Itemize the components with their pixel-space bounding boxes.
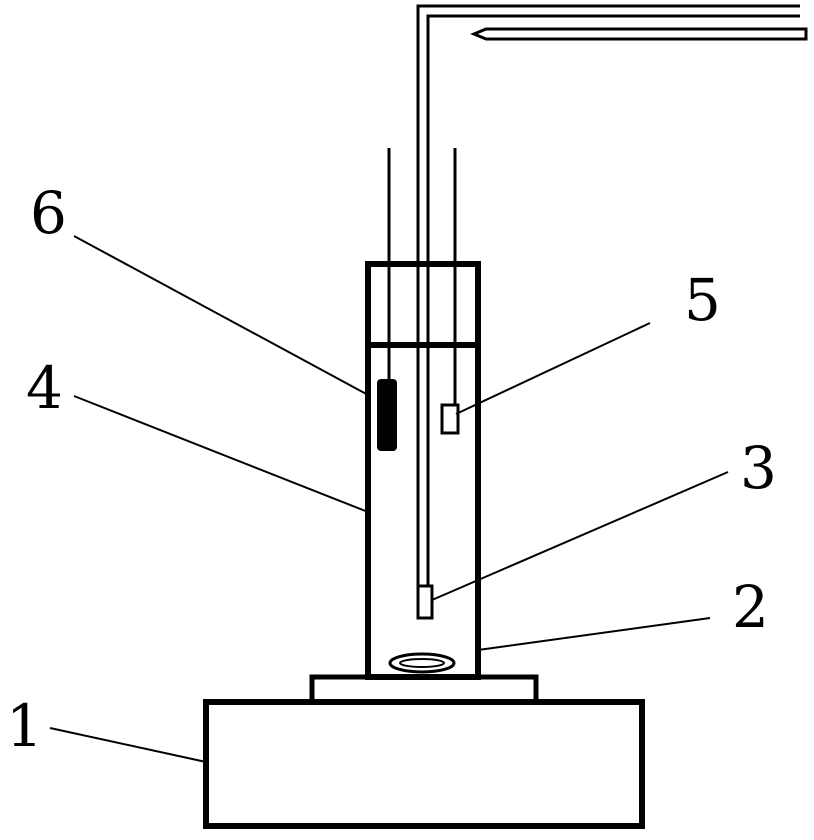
- leader-line-4: [73, 395, 369, 513]
- leader-line-6: [73, 235, 371, 397]
- base-box: [203, 699, 645, 829]
- gas-tube-outlet: [416, 584, 434, 620]
- label-3: 3: [740, 434, 777, 502]
- label-1: 1: [6, 692, 43, 760]
- vessel-body: [365, 261, 481, 680]
- leader-line-1: [49, 727, 207, 763]
- stir-bar: [388, 652, 456, 674]
- gas-tube-outer: [416, 4, 800, 590]
- label-2: 2: [732, 573, 769, 641]
- leader-line-3: [431, 471, 729, 601]
- stir-plate: [309, 674, 539, 705]
- label-6: 6: [30, 179, 67, 247]
- flow-arrow: [470, 27, 808, 41]
- electrode-small: [440, 403, 460, 435]
- gas-tube-inner: [426, 14, 800, 590]
- leader-line-2: [477, 617, 711, 651]
- electrode-large: [377, 379, 397, 451]
- leader-line-5: [455, 322, 651, 415]
- stir-bar-inner: [399, 658, 445, 668]
- label-5: 5: [684, 266, 721, 334]
- label-4: 4: [26, 354, 63, 422]
